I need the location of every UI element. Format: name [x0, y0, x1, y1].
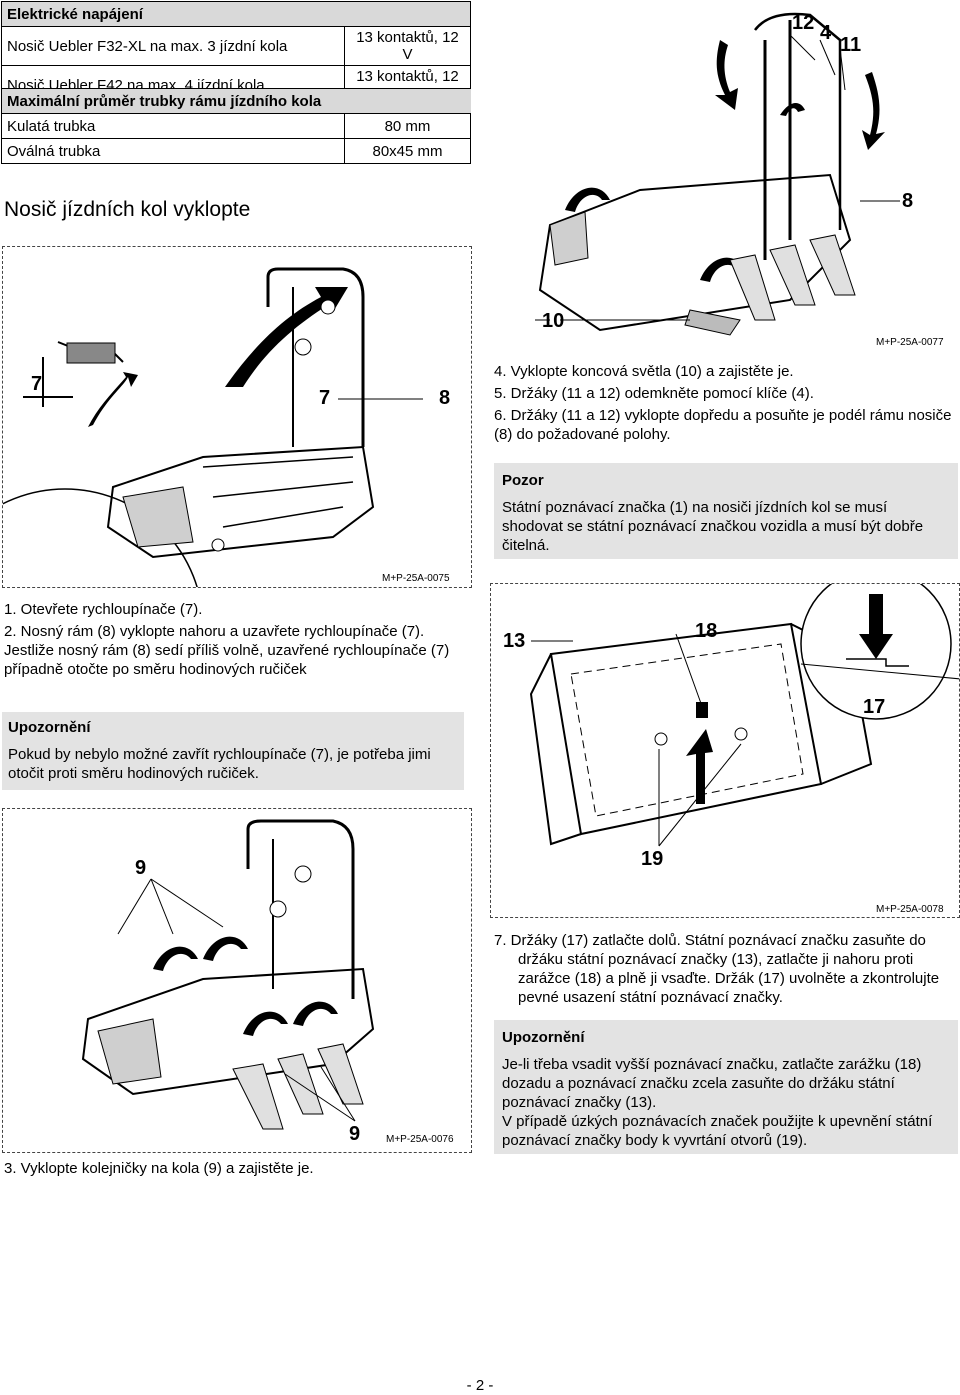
callout-17: 17 — [863, 696, 886, 718]
page-number: - 2 - — [466, 1377, 494, 1394]
note-left-text: Pokud by nebylo možné zavřít rychloupína… — [8, 746, 431, 782]
table-row: Kulatá trubka 80 mm — [1, 113, 471, 139]
table-row: Oválná trubka 80x45 mm — [1, 138, 471, 164]
callout-19: 19 — [641, 848, 664, 870]
figure-0076: 9 9 — [2, 808, 472, 1153]
callout-12: 12 — [792, 12, 815, 34]
figure-ref-0076: M+P-25A-0076 — [386, 1134, 454, 1145]
step-6: 6. Držáky (11 a 12) vyklopte dopředu a p… — [494, 407, 952, 443]
callout-18: 18 — [695, 620, 718, 642]
note-left: Upozornění Pokud by nebylo možné zavřít … — [2, 712, 464, 790]
step-2: 2. Nosný rám (8) vyklopte nahoru a uzavř… — [4, 623, 450, 678]
figure-ref-0075: M+P-25A-0075 — [382, 573, 450, 584]
step-3: 3. Vyklopte kolejničky na kola (9) a zaj… — [4, 1160, 314, 1177]
figure-ref-0078: M+P-25A-0078 — [876, 904, 944, 915]
tube-table: Maximální průměr trubky rámu jízdního ko… — [1, 88, 471, 164]
note-pozor: Pozor Státní poznávací značka (1) na nos… — [494, 463, 958, 559]
figure-ref-0077: M+P-25A-0077 — [876, 337, 944, 348]
steps-left: 1. Otevřete rychloupínače (7). 2. Nosný … — [4, 600, 464, 682]
callout-9-bottom: 9 — [349, 1123, 361, 1145]
step-5: 5. Držáky (11 a 12) odemkněte pomocí klí… — [494, 385, 814, 402]
note-right: Upozornění Je-li třeba vsadit vyšší pozn… — [494, 1020, 958, 1154]
figure-0075: 7 7 8 — [2, 246, 472, 588]
table-row: Nosič Uebler F32-XL na max. 3 jízdní kol… — [1, 26, 471, 66]
tube-table-header: Maximální průměr trubky rámu jízdního ko… — [1, 88, 471, 114]
step-4: 4. Vyklopte koncová světla (10) a zajist… — [494, 363, 794, 380]
figure-0077: 12 4 11 8 10 — [490, 0, 960, 345]
note-right-text-1: Je-li třeba vsadit vyšší poznávací značk… — [502, 1056, 922, 1111]
note-pozor-text: Státní poznávací značka (1) na nosiči jí… — [502, 499, 924, 554]
callout-13: 13 — [503, 630, 526, 652]
power-table-header: Elektrické napájení — [1, 1, 471, 27]
callout-8: 8 — [902, 190, 914, 212]
callout-7: 7 — [319, 387, 331, 409]
callout-7-detail: 7 — [31, 373, 43, 395]
section-title: Nosič jízdních kol vyklopte — [4, 198, 251, 221]
figure-0078: 13 18 17 19 — [490, 583, 960, 918]
callout-10: 10 — [542, 310, 565, 332]
note-pozor-title: Pozor — [502, 472, 544, 489]
callout-8: 8 — [439, 387, 451, 409]
callout-4: 4 — [820, 22, 832, 44]
wheel-rails-illustration — [81, 819, 375, 1130]
step-7: 7. Držáky (17) zatlačte dolů. Státní poz… — [494, 932, 940, 1006]
callout-11: 11 — [840, 34, 862, 56]
note-left-title: Upozornění — [8, 719, 91, 736]
lights-and-holders-illustration — [535, 12, 900, 336]
note-right-title: Upozornění — [502, 1029, 585, 1046]
step-1: 1. Otevřete rychloupínače (7). — [4, 601, 203, 618]
callout-9-top: 9 — [135, 857, 147, 879]
license-plate-holder-illustration — [529, 584, 959, 847]
bike-carrier-unfold-illustration — [3, 267, 423, 587]
note-right-text-2: V případě úzkých poznávacích značek použ… — [502, 1113, 933, 1149]
steps-right: 4. Vyklopte koncová světla (10) a zajist… — [494, 362, 954, 447]
